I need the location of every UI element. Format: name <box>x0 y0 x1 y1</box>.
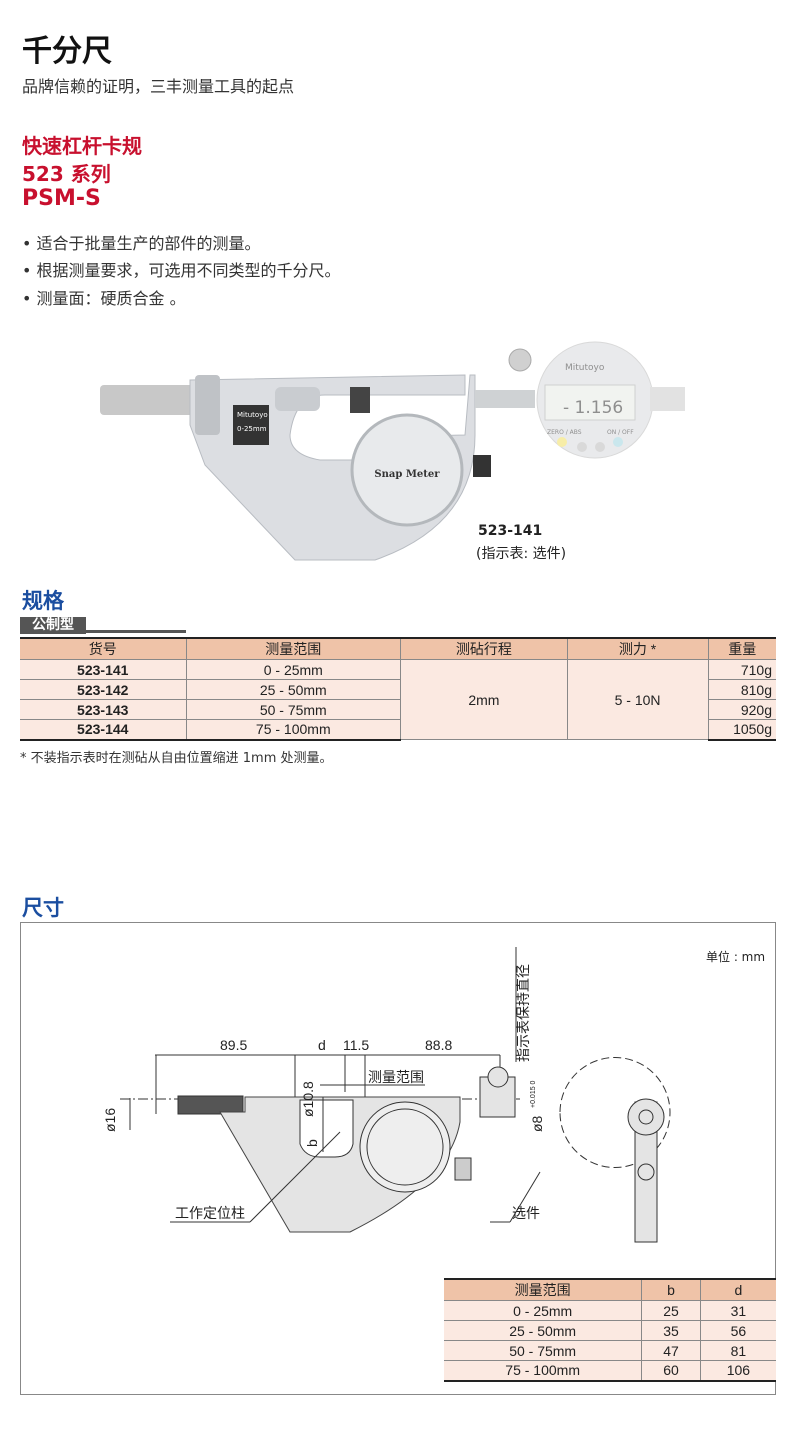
table-header: 货号测量范围测砧行程测力 *重量 <box>20 637 776 660</box>
label: 指示表保持直径 <box>515 964 531 1062</box>
footnote: * 不装指示表时在测砧从自由位置缩进 1mm 处测量。 <box>20 751 333 766</box>
table-cell: 50 - 75mm <box>186 699 402 720</box>
page-title: 千分尺 <box>22 34 112 69</box>
table-cell: 523-142 <box>20 679 187 700</box>
label: b <box>304 1139 320 1147</box>
product-model: PSM-S <box>22 186 101 211</box>
label: ON / OFF <box>607 429 634 436</box>
table-cell: 0 - 25mm <box>444 1300 643 1321</box>
indicator-brand: Mitutoyo <box>565 363 605 373</box>
label: 88.8 <box>425 1037 452 1053</box>
table-cell: 25 <box>641 1300 701 1321</box>
column-header: 测砧行程 <box>400 637 568 660</box>
product-photo: Mitutoyo 0-25mm Snap Meter Mitutoyo - 1.… <box>100 341 685 561</box>
tab-metric[interactable]: 公制型 <box>20 614 186 634</box>
travel-cell: 2mm <box>400 659 568 740</box>
table-cell: 523-141 <box>20 659 187 680</box>
column-header: 重量 <box>708 637 776 660</box>
table-cell: 25 - 50mm <box>186 679 402 700</box>
label: 测量范围 <box>368 1069 424 1085</box>
tab-label: 公制型 <box>20 617 86 634</box>
table-cell: 810g <box>708 679 776 700</box>
feature-item: • 根据测量要求，可选用不同类型的千分尺。 <box>22 261 341 280</box>
table-cell: 1050g <box>708 719 776 741</box>
spec-heading: 规格 <box>22 589 64 613</box>
label: 89.5 <box>220 1037 247 1053</box>
table-cell: 25 - 50mm <box>444 1320 643 1341</box>
label: ZERO / ABS <box>547 429 582 436</box>
label: 选件 <box>512 1205 540 1221</box>
product-name: 快速杠杆卡规 <box>22 134 142 158</box>
range-label: 0-25mm <box>237 425 267 433</box>
indicator-display: - 1.156 <box>563 398 623 418</box>
unit-label: 单位 : mm <box>706 950 766 964</box>
column-header: 测量范围 <box>444 1278 643 1301</box>
table-cell: 0 - 25mm <box>186 659 402 680</box>
page-subtitle: 品牌信赖的证明，三丰测量工具的起点 <box>22 77 295 96</box>
label: ø8 <box>529 1115 545 1132</box>
table-cell: 47 <box>641 1340 701 1361</box>
table-cell: 50 - 75mm <box>444 1340 643 1361</box>
table-cell: 81 <box>700 1340 776 1361</box>
feature-item: • 适合于批量生产的部件的测量。 <box>22 234 261 253</box>
column-header: d <box>700 1278 776 1301</box>
table-cell: 56 <box>700 1320 776 1341</box>
photo-note: (指示表: 选件) <box>476 546 567 562</box>
table-cell: 106 <box>700 1360 776 1382</box>
label: 工作定位柱 <box>175 1205 245 1221</box>
product-series: 523 系列 <box>22 162 111 186</box>
label: d <box>318 1037 326 1053</box>
label: 11.5 <box>343 1037 369 1053</box>
label: ø10.8 <box>300 1081 316 1117</box>
feature-item: • 测量面：硬质合金 。 <box>22 289 186 308</box>
column-header: 测力 * <box>567 637 709 660</box>
column-header: 货号 <box>20 637 187 660</box>
dimensions-heading: 尺寸 <box>22 896 64 920</box>
label: ø16 <box>102 1108 118 1132</box>
dial-label: Snap Meter <box>374 469 440 480</box>
table-cell: 75 - 100mm <box>444 1360 643 1382</box>
table-cell: 710g <box>708 659 776 680</box>
column-header: b <box>641 1278 701 1301</box>
dimension-drawing-box <box>20 922 776 1395</box>
column-header: 测量范围 <box>186 637 402 660</box>
photo-model: 523-141 <box>478 523 543 539</box>
dimension-drawing: 89.5 d 11.5 88.8 测量范围 ø16 ø10.8 b ø8 +0.… <box>102 947 671 1243</box>
table-cell: 920g <box>708 699 776 720</box>
table-cell: 75 - 100mm <box>186 719 402 741</box>
table-cell: 523-144 <box>20 719 187 741</box>
table-cell: 523-143 <box>20 699 187 720</box>
table-cell: 60 <box>641 1360 701 1382</box>
label: +0.015 0 <box>530 1080 537 1108</box>
table-cell: 35 <box>641 1320 701 1341</box>
brand-label: Mitutoyo <box>237 411 268 419</box>
table-cell: 31 <box>700 1300 776 1321</box>
force-cell: 5 - 10N <box>567 659 709 740</box>
